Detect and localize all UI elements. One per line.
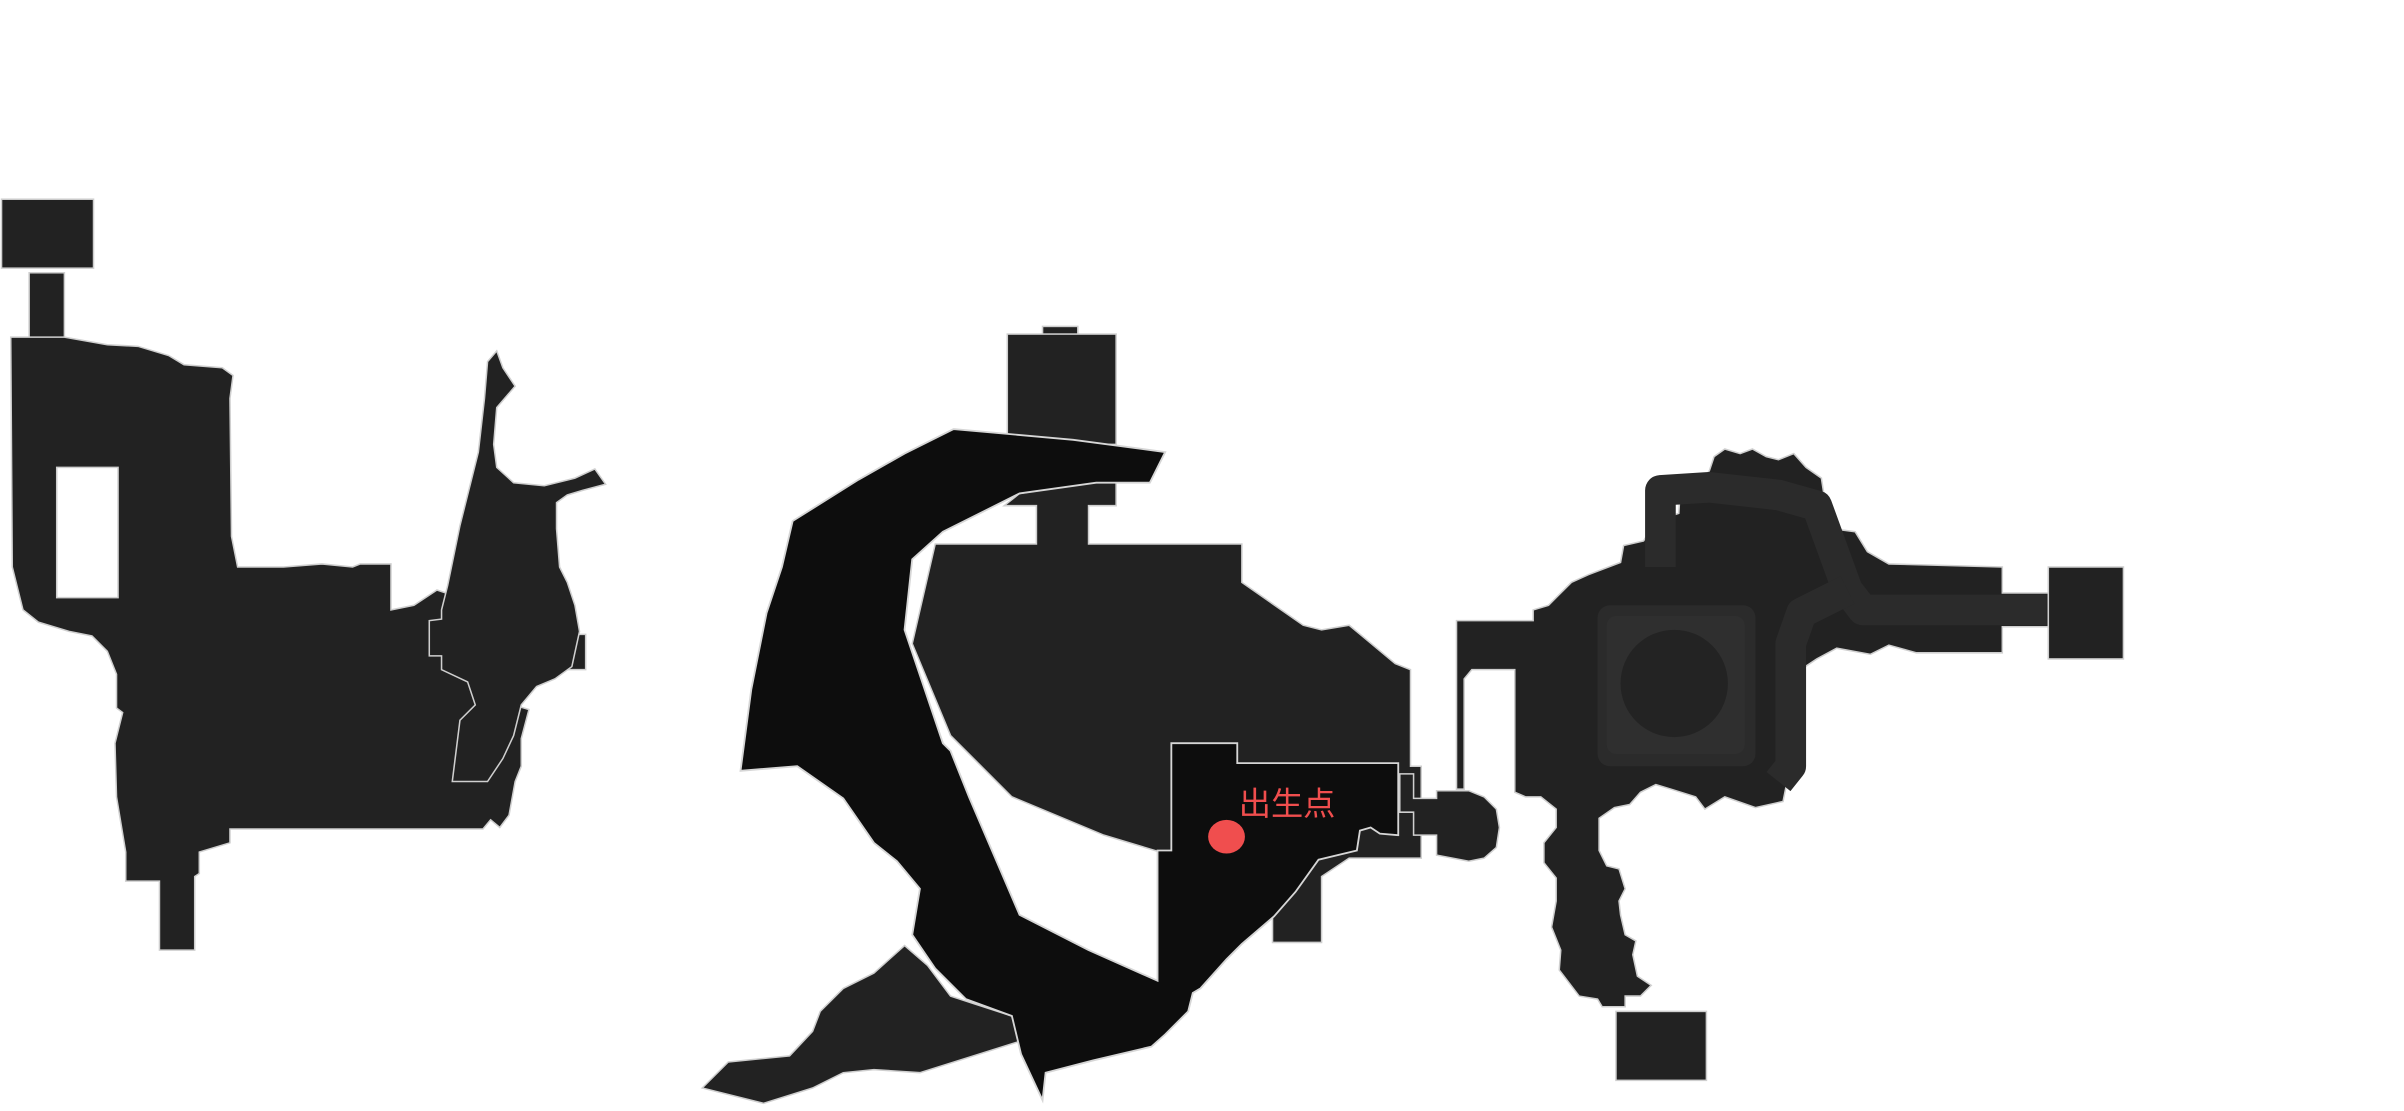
spawn-label: 出生点 [1239, 785, 1336, 823]
west-top-room [0, 198, 95, 269]
south-west-ledge [700, 944, 1029, 1105]
cliff-area [428, 349, 607, 783]
south-end-room [1615, 1010, 1708, 1082]
east-vertical-corridor [1766, 576, 1855, 792]
east-upper-corridor [1645, 471, 2047, 626]
east-area [1455, 448, 2125, 1082]
spawn-dot-icon[interactable] [1208, 819, 1245, 854]
spawn-area [739, 428, 1400, 1104]
east-end-room [2047, 566, 2125, 660]
spawn-point[interactable]: 出生点 [1208, 785, 1336, 854]
west-corridor [28, 272, 66, 346]
east-connector [1399, 773, 1501, 862]
central-area [700, 325, 1501, 1105]
north-room [1006, 333, 1117, 446]
west-hall-void [55, 466, 119, 599]
west-area [0, 198, 587, 951]
arena-circle [1620, 629, 1728, 738]
